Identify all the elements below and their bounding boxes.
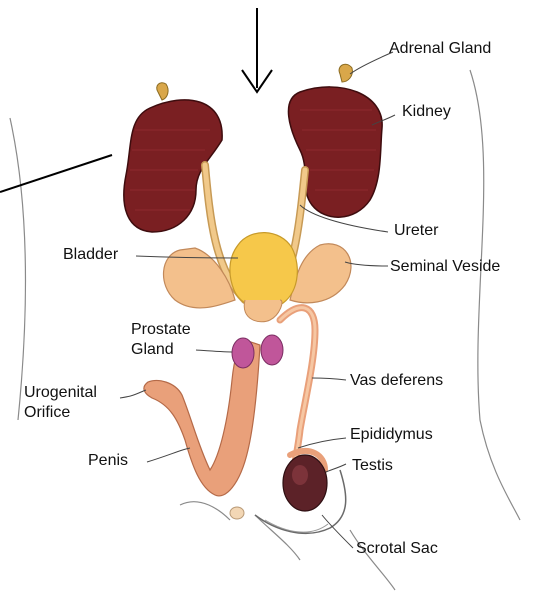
label-bladder: Bladder <box>63 246 118 264</box>
bladder-shape <box>230 233 297 309</box>
label-vas-deferens: Vas deferens <box>350 372 443 390</box>
label-penis: Penis <box>88 452 128 470</box>
leader-epididymus <box>298 438 346 448</box>
label-epididymus: Epididymus <box>350 426 433 444</box>
label-adrenal-gland: Adrenal Gland <box>389 40 491 58</box>
label-prostate-line1: Prostate <box>131 321 191 339</box>
label-ureter: Ureter <box>394 222 438 240</box>
base-gland-shape <box>230 507 244 519</box>
label-kidney: Kidney <box>402 103 451 121</box>
right-seminal-vesicle <box>290 244 351 303</box>
testis-shape <box>283 455 327 511</box>
label-testis: Testis <box>352 457 393 475</box>
label-seminal-vesicle: Seminal Veside <box>390 258 500 276</box>
leader-adrenal <box>350 52 393 74</box>
leader-urogenital-orifice <box>120 390 146 398</box>
leader-prostate <box>196 350 232 352</box>
right-thigh-contour <box>350 530 395 590</box>
left-thigh-contour <box>180 502 230 520</box>
leader-scrotal-sac <box>322 515 353 548</box>
right-body-contour <box>470 70 520 520</box>
label-scrotal-sac: Scrotal Sac <box>356 540 438 558</box>
body-outline <box>10 70 520 590</box>
leader-vas-deferens <box>312 378 346 380</box>
down-arrow-icon <box>242 8 272 92</box>
left-body-contour <box>10 118 26 420</box>
leader-testis <box>326 464 346 472</box>
label-urogenital-line2: Orifice <box>24 404 70 422</box>
left-adrenal-gland <box>157 83 168 100</box>
inner-thigh-contour <box>255 515 300 560</box>
urethra-junction <box>244 300 282 322</box>
pointer-line-icon <box>0 155 112 192</box>
leader-penis <box>147 448 190 462</box>
label-prostate-line2: Gland <box>131 341 174 359</box>
label-urogenital-line1: Urogenital <box>24 384 97 402</box>
